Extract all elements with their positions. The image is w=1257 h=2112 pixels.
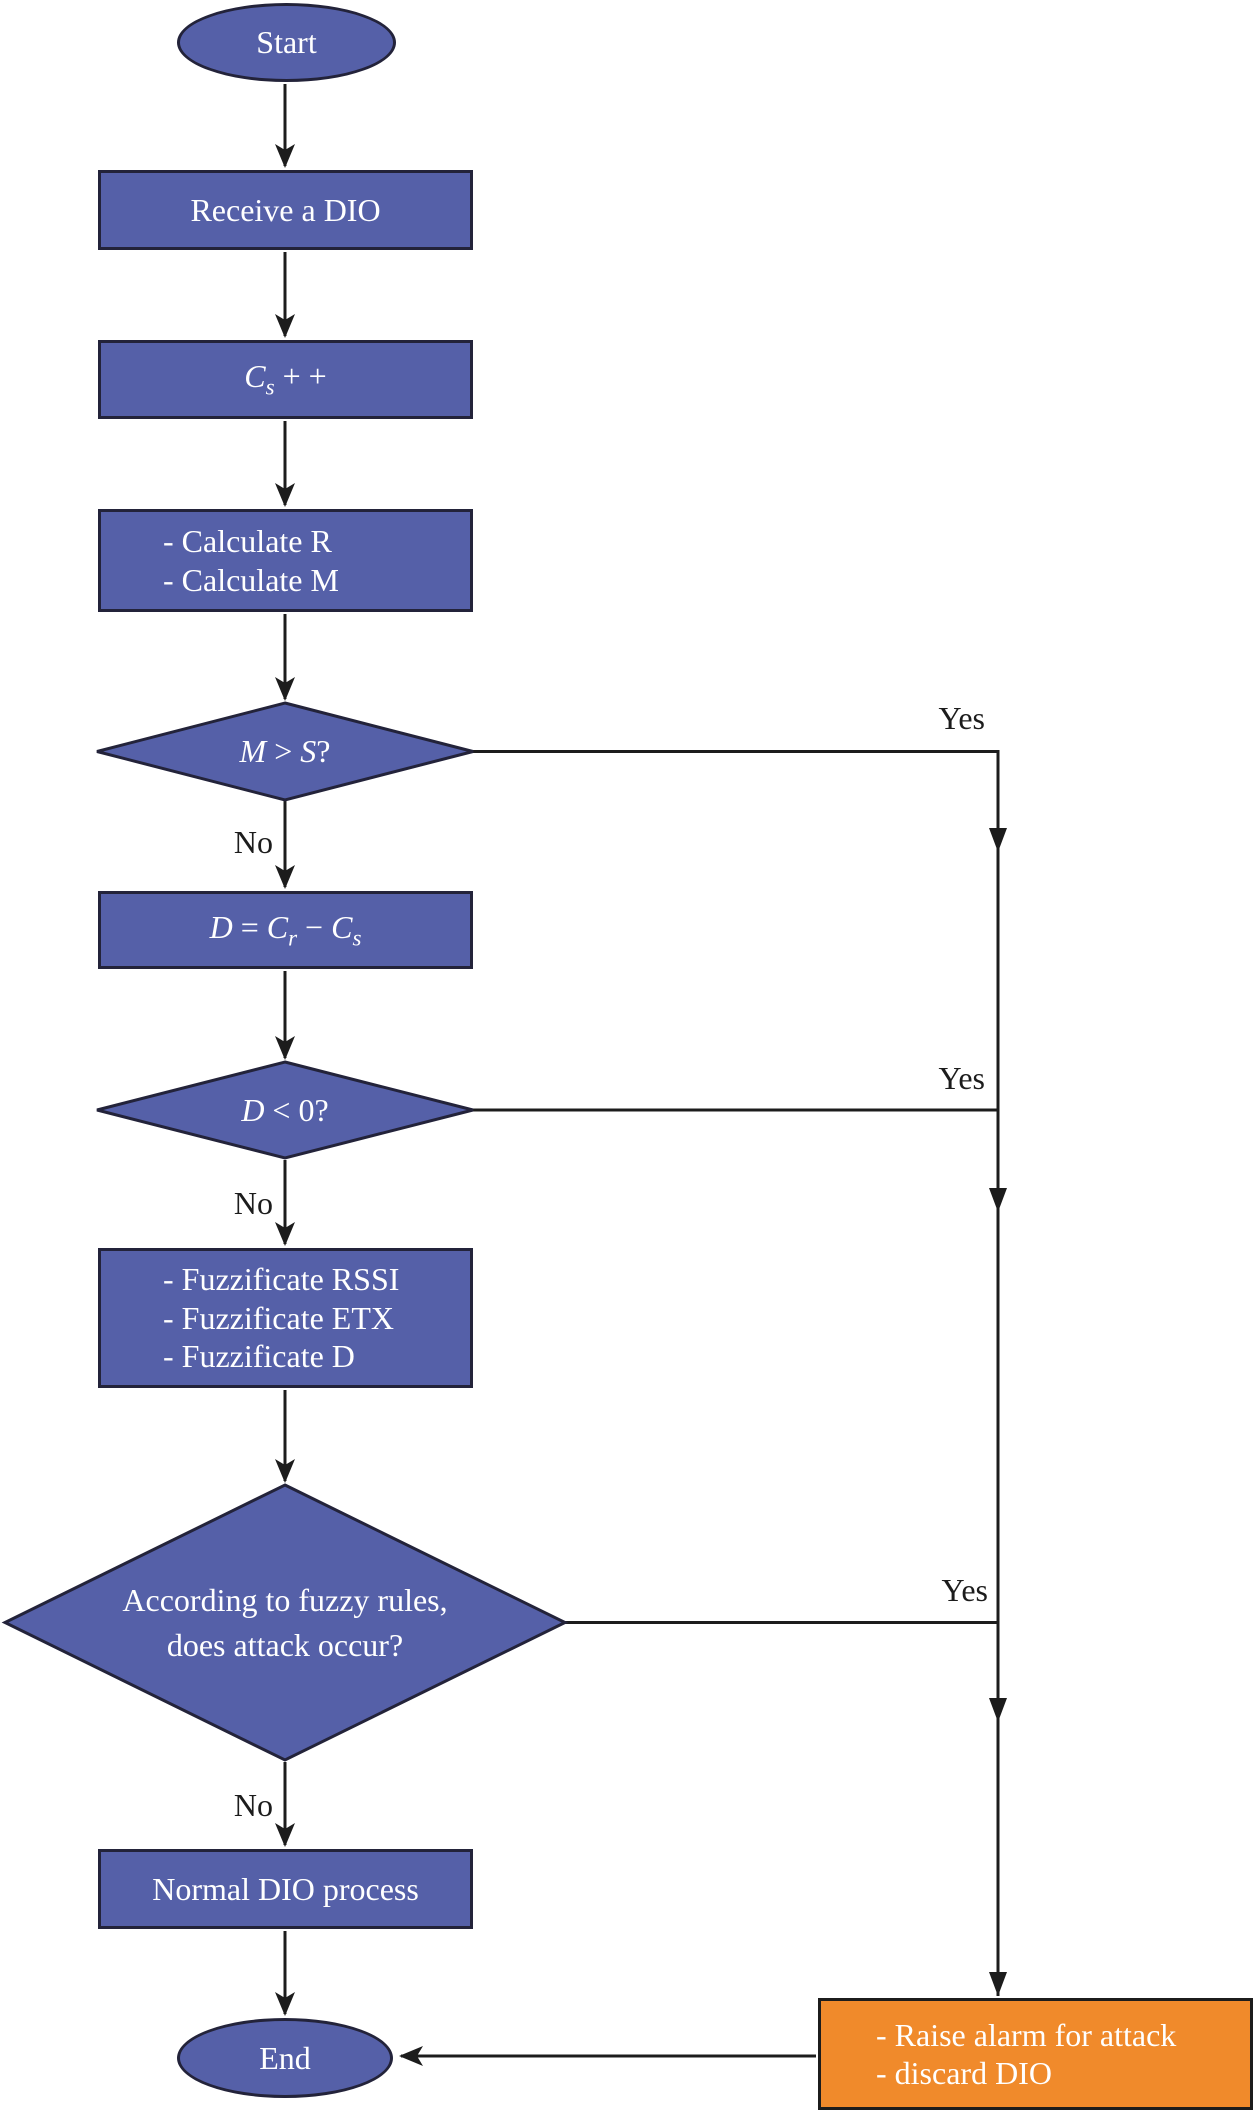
- rail-arrowhead-3: [989, 1698, 1007, 1722]
- fuzzificate-line-3: - Fuzzificate D: [163, 1338, 355, 1375]
- rail-arrowhead-1: [989, 828, 1007, 852]
- diamond-d-lt-0: [96, 1060, 474, 1160]
- node-normal-dio-process: Normal DIO process: [98, 1849, 473, 1929]
- node-raise-alarm: - Raise alarm for attack - discard DIO: [818, 1998, 1253, 2110]
- alarm-line-2: - discard DIO: [876, 2055, 1052, 2091]
- calculate-lines: - Calculate R - Calculate M: [101, 522, 339, 599]
- node-calculate: - Calculate R - Calculate M: [98, 509, 473, 612]
- fuzzificate-lines: - Fuzzificate RSSI - Fuzzificate ETX - F…: [101, 1260, 399, 1375]
- label-yes-fuzzy-decision: Yes: [941, 1572, 988, 1608]
- node-difference-eq: D = Cr − Cs: [98, 891, 473, 969]
- rail-arrowhead-alarm: [989, 1972, 1007, 1996]
- difference-expression: D = Cr − Cs: [209, 908, 362, 951]
- label-yes-m-decision: Yes: [938, 700, 985, 736]
- normal-dio-label: Normal DIO process: [152, 1870, 419, 1907]
- label-no-fuzzy-decision: No: [233, 1787, 273, 1823]
- edge-yes-rail: [473, 750, 1000, 1996]
- start-label: Start: [256, 24, 317, 61]
- calculate-line-1: - Calculate R: [163, 523, 332, 560]
- node-fuzzificate: - Fuzzificate RSSI - Fuzzificate ETX - F…: [98, 1248, 473, 1388]
- counter-expression: Cs + +: [244, 358, 327, 400]
- calculate-line-2: - Calculate M: [163, 561, 339, 598]
- diamond-m-gt-s: [96, 701, 474, 802]
- alarm-line-1: - Raise alarm for attack: [876, 2016, 1177, 2053]
- diamond-fuzzy-rules: [1, 1483, 569, 1762]
- node-end: End: [177, 2018, 393, 2098]
- fuzzificate-line-2: - Fuzzificate ETX: [163, 1299, 394, 1336]
- node-increment-counter: Cs + +: [98, 340, 473, 419]
- label-no-m-decision: No: [233, 824, 273, 860]
- end-label: End: [259, 2039, 311, 2076]
- label-no-d-decision: No: [233, 1185, 273, 1221]
- receive-dio-label: Receive a DIO: [190, 191, 381, 228]
- rail-arrowhead-2: [989, 1188, 1007, 1212]
- fuzzificate-line-1: - Fuzzificate RSSI: [163, 1261, 400, 1298]
- alarm-lines: - Raise alarm for attack - discard DIO: [821, 2016, 1176, 2093]
- node-receive-dio: Receive a DIO: [98, 170, 473, 250]
- node-start: Start: [177, 3, 396, 82]
- label-yes-d-decision: Yes: [938, 1060, 985, 1096]
